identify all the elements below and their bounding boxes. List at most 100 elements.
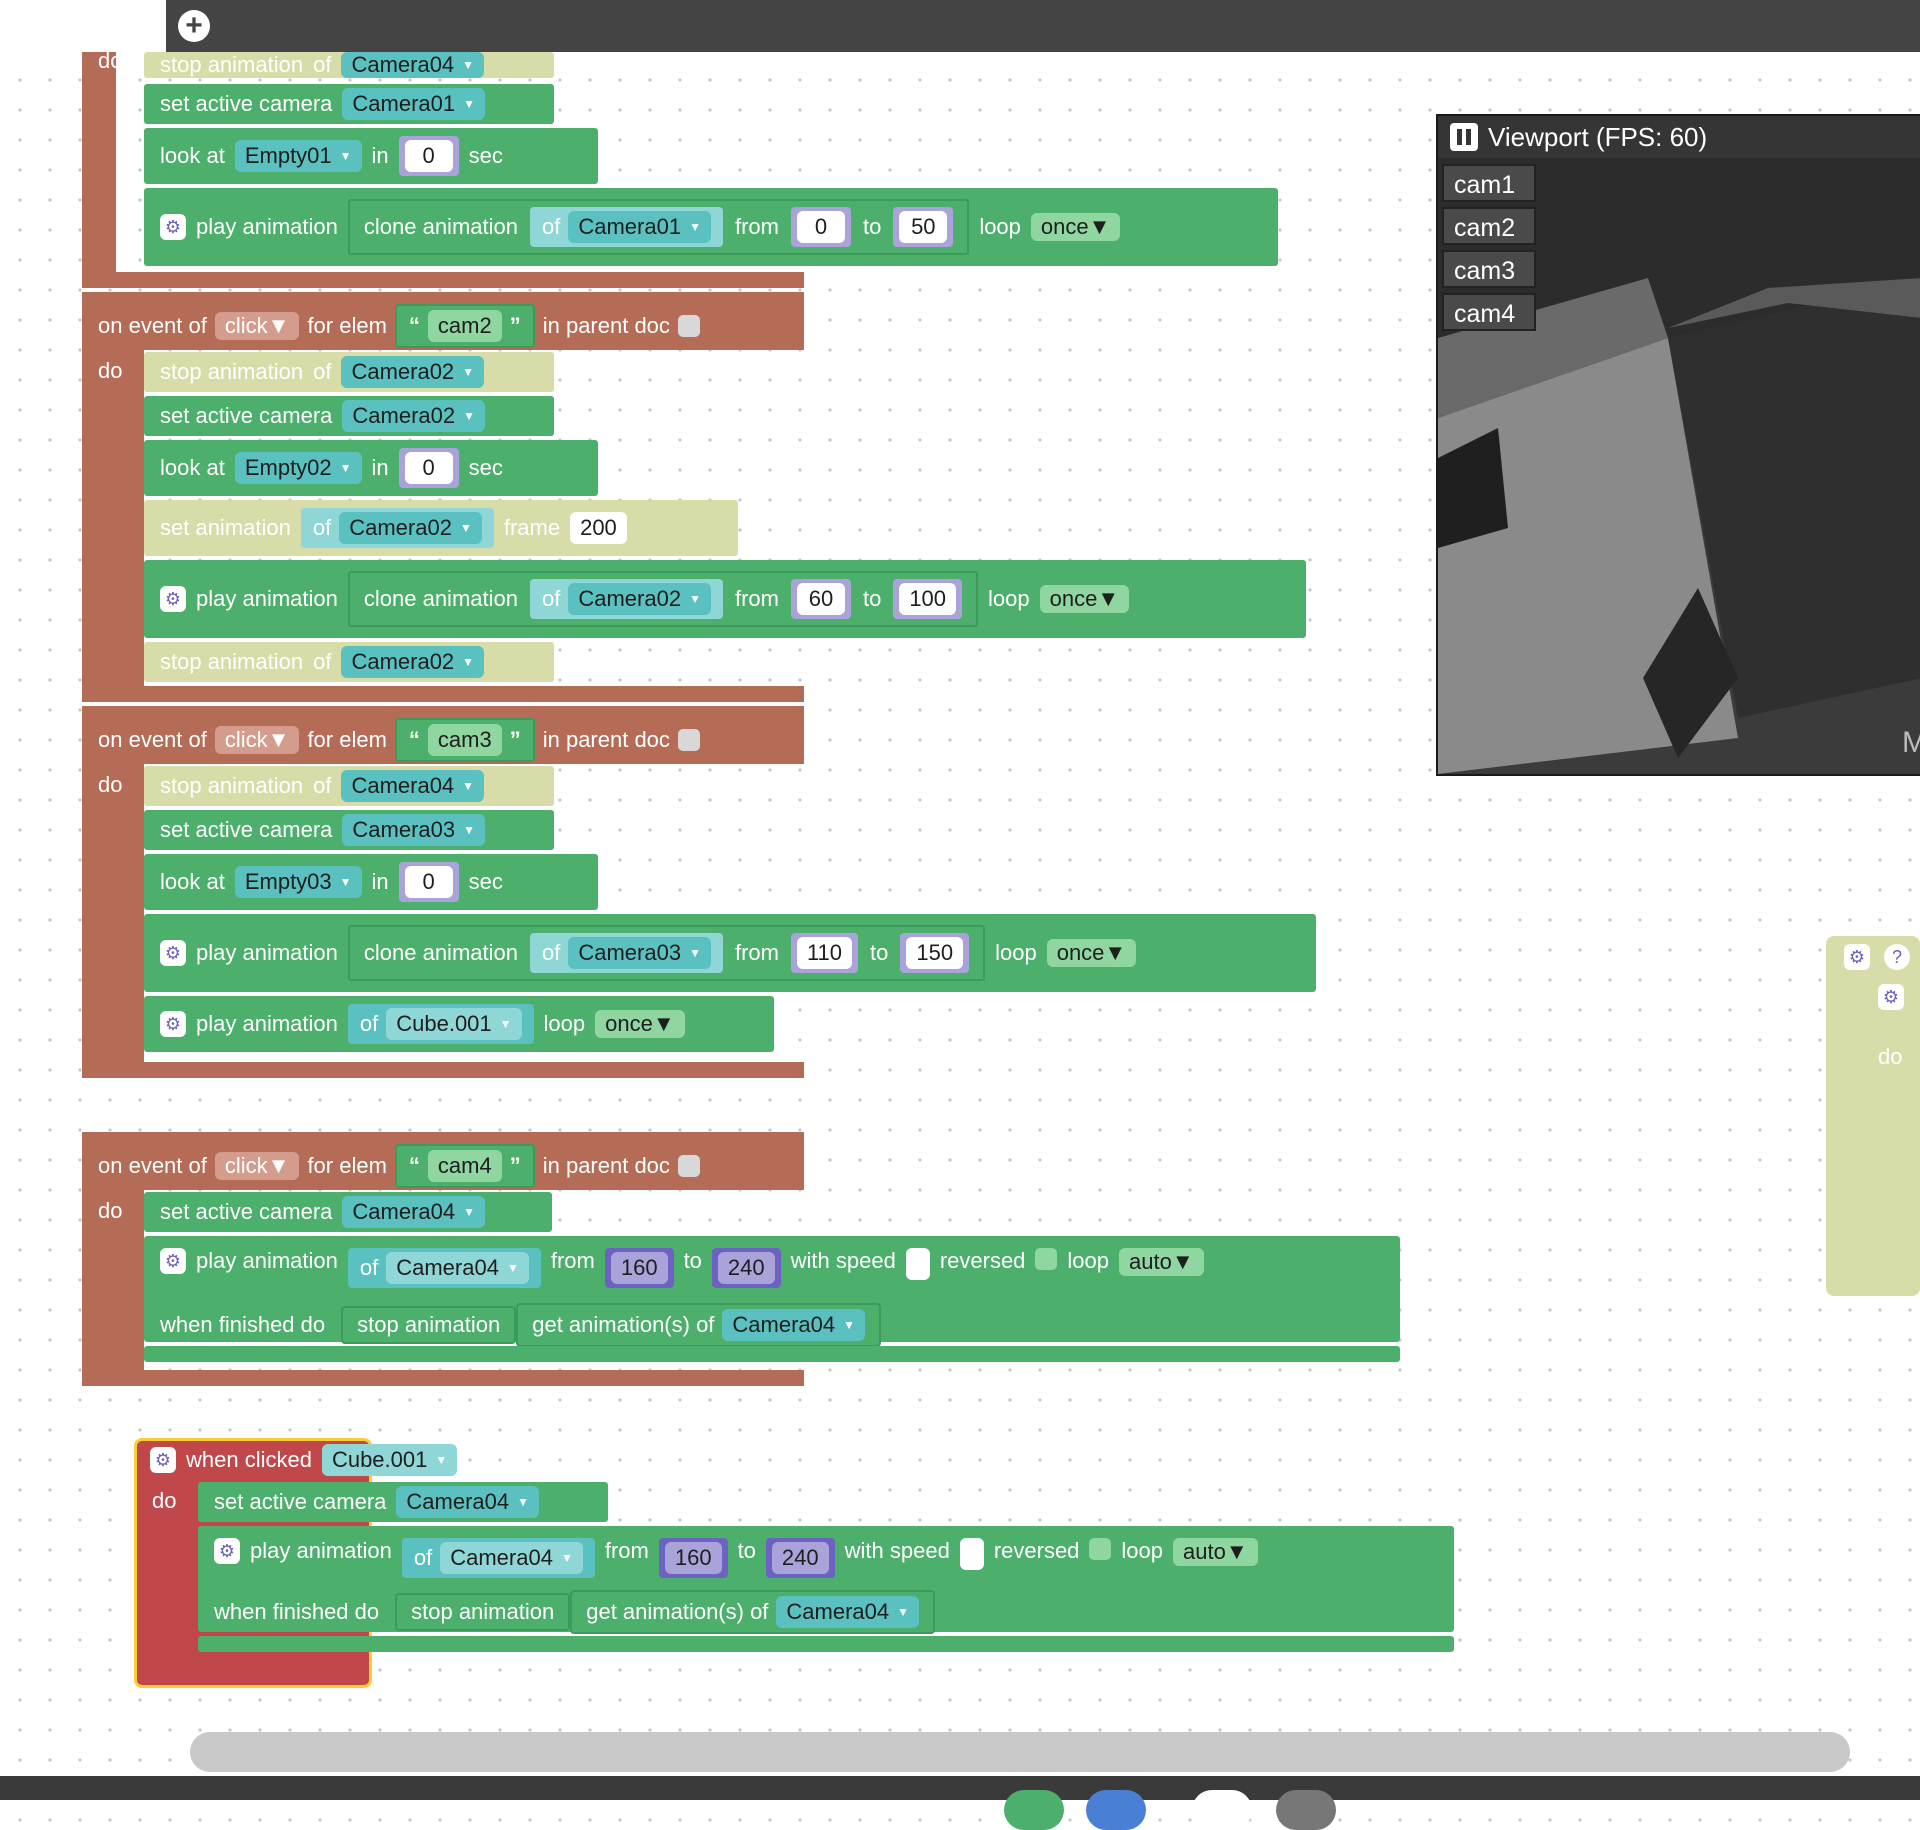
stop-animation-block[interactable]: stop animation of Camera04▼ <box>144 52 554 78</box>
gear-icon[interactable]: ⚙ <box>160 214 186 240</box>
from-input[interactable]: 110 <box>796 937 853 969</box>
event-block-cam2[interactable]: on event of click▼ for elem “cam2” in pa… <box>82 292 804 350</box>
reversed-checkbox[interactable] <box>1035 1248 1058 1270</box>
loop-dropdown[interactable]: once▼ <box>1039 585 1130 613</box>
camera-dropdown[interactable]: Camera04▼ <box>776 1596 920 1628</box>
add-block-icon[interactable]: + <box>178 10 210 42</box>
cam4-button[interactable]: cam4 <box>1442 293 1536 331</box>
loop-dropdown[interactable]: auto▼ <box>1119 1248 1204 1276</box>
loop-dropdown[interactable]: once▼ <box>595 1010 685 1038</box>
cam2-button[interactable]: cam2 <box>1442 207 1536 245</box>
stop-animation-block[interactable]: stop animation <box>395 1593 571 1631</box>
element-input[interactable]: cam2 <box>427 310 502 342</box>
camera-dropdown[interactable]: Camera02▼ <box>568 583 711 615</box>
status-dot-blue[interactable] <box>1086 1790 1146 1830</box>
target-dropdown[interactable]: Empty02▼ <box>234 452 362 484</box>
from-input[interactable]: 0 <box>796 211 845 243</box>
duration-input[interactable]: 0 <box>404 452 453 484</box>
pause-icon[interactable] <box>1450 123 1478 151</box>
stop-animation-block[interactable]: stop animation of Camera02▼ <box>144 352 554 392</box>
from-input[interactable]: 160 <box>610 1252 668 1284</box>
to-input[interactable]: 240 <box>717 1252 775 1284</box>
from-input[interactable]: 160 <box>664 1542 722 1574</box>
to-input[interactable]: 50 <box>899 211 948 243</box>
event-dropdown[interactable]: click▼ <box>214 312 300 340</box>
event-block-cam1[interactable] <box>82 52 116 288</box>
viewport-panel[interactable]: Viewport (FPS: 60) cam1 cam2 cam3 cam4 M <box>1436 114 1920 776</box>
right-partial-block[interactable]: ⚙ ? ⚙ do <box>1826 936 1920 1296</box>
speed-input[interactable] <box>905 1248 930 1280</box>
camera-dropdown[interactable]: Camera03▼ <box>342 814 486 846</box>
object-dropdown[interactable]: Camera04▼ <box>341 770 485 802</box>
speed-input[interactable] <box>959 1538 984 1570</box>
stop-animation-block[interactable]: stop animation <box>341 1306 517 1344</box>
cam1-button[interactable]: cam1 <box>1442 164 1536 202</box>
object-dropdown[interactable]: Camera04▼ <box>341 52 485 78</box>
gear-icon[interactable]: ⚙ <box>160 1248 186 1274</box>
target-dropdown[interactable]: Empty03▼ <box>234 866 362 898</box>
set-active-camera-block[interactable]: set active camera Camera02▼ <box>144 396 554 436</box>
in-parent-doc-checkbox[interactable] <box>677 315 700 337</box>
gear-icon[interactable]: ⚙ <box>160 940 186 966</box>
from-input[interactable]: 60 <box>796 583 845 615</box>
to-input[interactable]: 240 <box>771 1542 829 1574</box>
event-dropdown[interactable]: click▼ <box>214 726 300 754</box>
gear-icon[interactable]: ⚙ <box>214 1538 240 1564</box>
set-active-camera-block[interactable]: set active camera Camera01▼ <box>144 84 554 124</box>
set-active-camera-block[interactable]: set active camera Camera04▼ <box>198 1482 608 1522</box>
camera-dropdown[interactable]: Camera04▼ <box>396 1486 540 1518</box>
in-parent-doc-checkbox[interactable] <box>677 1155 700 1177</box>
gear-icon[interactable]: ⚙ <box>1844 944 1870 970</box>
viewport-scene[interactable] <box>1438 158 1920 774</box>
reversed-checkbox[interactable] <box>1089 1538 1112 1560</box>
status-dot-gray[interactable] <box>1276 1790 1336 1830</box>
event-block-cam3[interactable]: on event of click▼ for elem “cam3” in pa… <box>82 706 804 764</box>
look-at-block[interactable]: look at Empty02▼ in 0 sec <box>144 440 598 496</box>
gear-icon[interactable]: ⚙ <box>160 586 186 612</box>
cam3-button[interactable]: cam3 <box>1442 250 1536 288</box>
look-at-block[interactable]: look at Empty03▼ in 0 sec <box>144 854 598 910</box>
camera-dropdown[interactable]: Camera01▼ <box>568 211 711 243</box>
to-input[interactable]: 150 <box>906 937 964 969</box>
object-dropdown[interactable]: Camera02▼ <box>341 356 485 388</box>
gear-icon[interactable]: ⚙ <box>150 1447 176 1473</box>
camera-dropdown[interactable]: Camera04▼ <box>342 1196 486 1228</box>
camera-dropdown[interactable]: Camera02▼ <box>342 400 486 432</box>
stop-animation-block[interactable]: stop animation of Camera04▼ <box>144 766 554 806</box>
loop-dropdown[interactable]: once▼ <box>1046 939 1137 967</box>
in-parent-doc-checkbox[interactable] <box>677 729 700 751</box>
camera-dropdown[interactable]: Camera04▼ <box>440 1542 583 1574</box>
status-dot-white[interactable] <box>1192 1790 1252 1830</box>
status-dot-green[interactable] <box>1004 1790 1064 1830</box>
look-at-block[interactable]: look at Empty01▼ in 0 sec <box>144 128 598 184</box>
element-input[interactable]: cam3 <box>427 724 502 756</box>
camera-dropdown[interactable]: Camera01▼ <box>342 88 486 120</box>
horizontal-scrollbar[interactable] <box>190 1732 1850 1772</box>
element-input[interactable]: cam4 <box>427 1150 502 1182</box>
frame-input[interactable]: 200 <box>570 512 627 544</box>
to-input[interactable]: 100 <box>899 583 957 615</box>
help-icon[interactable]: ? <box>1884 944 1910 970</box>
camera-dropdown[interactable]: Camera02▼ <box>339 512 482 544</box>
target-dropdown[interactable]: Empty01▼ <box>234 140 362 172</box>
set-active-camera-block[interactable]: set active camera Camera04▼ <box>144 1192 552 1232</box>
stop-animation-block[interactable]: stop animation of Camera02▼ <box>144 642 554 682</box>
object-dropdown[interactable]: Cube.001▼ <box>321 1444 458 1476</box>
object-dropdown[interactable]: Camera02▼ <box>341 646 485 678</box>
gear-icon[interactable]: ⚙ <box>1878 984 1904 1010</box>
set-active-camera-block[interactable]: set active camera Camera03▼ <box>144 810 554 850</box>
camera-dropdown[interactable]: Camera04▼ <box>386 1252 529 1284</box>
event-dropdown[interactable]: click▼ <box>214 1152 300 1180</box>
duration-input[interactable]: 0 <box>404 866 453 898</box>
